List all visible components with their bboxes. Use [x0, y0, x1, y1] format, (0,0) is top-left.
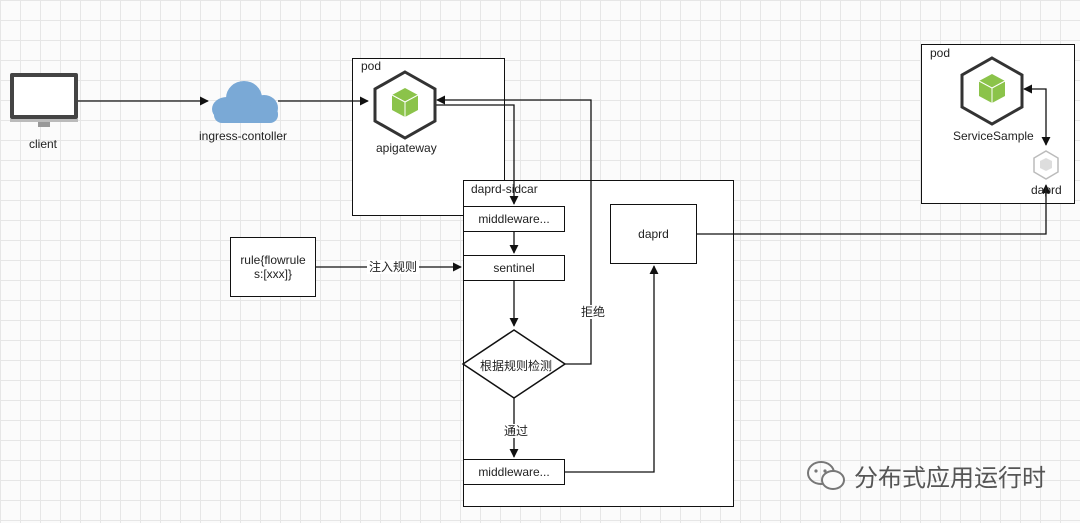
daprd-node-label: daprd [638, 227, 669, 241]
client-label: client [29, 137, 58, 151]
wechat-icon [807, 460, 845, 490]
decision-label: 根据规则检测 [480, 359, 553, 373]
middleware-bottom-label: middleware... [478, 465, 550, 479]
watermark-text: 分布式应用运行时 [854, 465, 1046, 492]
watermark: 分布式应用运行时 [806, 458, 1046, 493]
sidecar-title: daprd-sidcar [471, 182, 538, 196]
daprd-node: daprd [610, 204, 697, 264]
middleware-top-node: middleware... [463, 206, 565, 232]
pod-right-title: pod [930, 46, 951, 60]
pass-label: 通过 [502, 424, 531, 438]
middleware-top-label: middleware... [478, 212, 550, 226]
monitor-icon [10, 73, 78, 127]
sentinel-node: sentinel [463, 255, 565, 281]
middleware-bottom-node: middleware... [463, 459, 565, 485]
rule-text: rule{flowrules:[xxx]} [240, 253, 306, 281]
reject-label: 拒绝 [579, 305, 608, 319]
rule-box: rule{flowrules:[xxx]} [230, 237, 316, 297]
inject-rule-label: 注入规则 [367, 260, 420, 274]
pod-right-container [921, 44, 1075, 204]
sentinel-label: sentinel [493, 261, 535, 275]
cloud-icon [212, 81, 278, 123]
daprd-small-label: daprd [1031, 183, 1062, 197]
service-sample-label: ServiceSample [953, 129, 1034, 143]
ingress-label: ingress-contoller [199, 129, 288, 143]
pod-left-title: pod [361, 59, 382, 73]
apigateway-label: apigateway [376, 141, 437, 155]
